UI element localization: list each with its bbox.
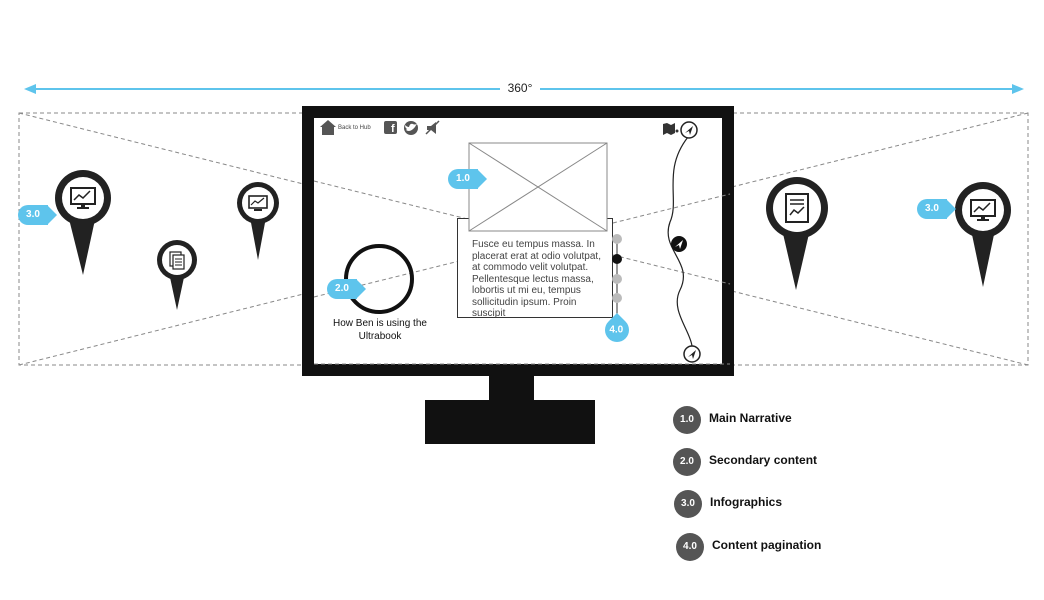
pagination-dot[interactable] [612,234,622,244]
svg-text:f: f [391,123,395,135]
pin-document-chart-right[interactable] [766,177,828,290]
monitor-stand-neck [489,376,534,400]
legend-label: Main Narrative [709,411,792,425]
pagination-dot-active[interactable] [612,254,622,264]
pin-infographic-right[interactable] [955,182,1011,287]
chart-monitor-icon [70,187,96,209]
tag-main-narrative: 1.0 [448,169,487,189]
legend-badge: 2.0 [673,448,701,476]
tag-infographic-right: 3.0 [917,199,956,219]
document-icon [169,251,185,270]
legend-label: Secondary content [709,453,818,467]
pin-infographic-left-large[interactable] [55,170,111,275]
map-icon[interactable] [663,123,679,135]
legend-label: Content pagination [712,538,822,552]
chart-monitor-icon [970,199,996,221]
home-icon[interactable] [320,120,336,135]
legend-label: Infographics [710,495,783,509]
screen-panorama-lines [313,180,731,365]
secondary-caption: How Ben is using the Ultrabook [333,318,427,342]
legend-badge: 3.0 [674,490,702,518]
legend-badge: 1.0 [673,406,701,434]
navigation-path [667,136,693,347]
image-placeholder-front [468,142,608,232]
document-chart-icon [785,193,809,223]
facebook-icon[interactable]: f [384,121,397,135]
pagination-dot[interactable] [612,293,622,303]
panorama-degrees-label: 360° [500,81,540,95]
back-to-hub-link[interactable]: Back to Hub [338,125,371,131]
twitter-icon[interactable] [404,121,418,135]
legend-badge: 4.0 [676,533,704,561]
pin-document-left-small[interactable] [157,240,197,310]
monitor-stand-base [425,400,595,444]
navigation-arrow-icon[interactable] [683,345,701,363]
pagination-dot[interactable] [612,274,622,284]
navigation-arrow-icon[interactable] [680,121,698,139]
tag-infographic-left: 3.0 [18,205,57,225]
navigation-arrow-icon[interactable] [671,236,687,252]
pin-infographic-left-small[interactable] [237,182,279,260]
chart-monitor-icon [248,195,268,211]
tag-secondary-content: 2.0 [327,279,366,299]
main-body-text: Fusce eu tempus massa. In placerat erat … [472,239,601,319]
mute-icon[interactable] [425,120,440,135]
